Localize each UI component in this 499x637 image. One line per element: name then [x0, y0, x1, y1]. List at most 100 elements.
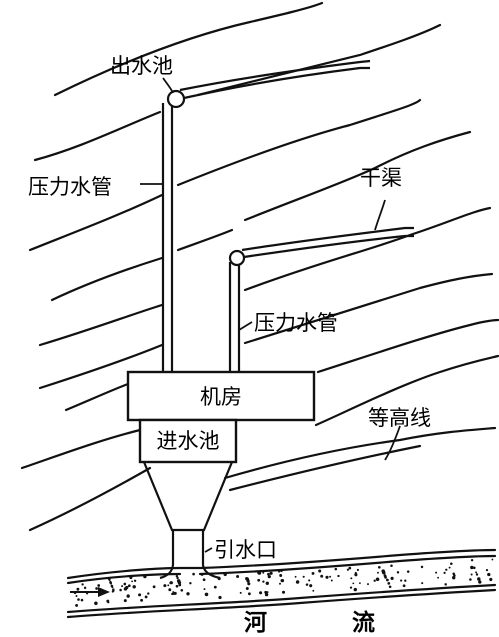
- arrow-right-icon: [70, 587, 110, 597]
- sediment-dot: [177, 580, 182, 585]
- sediment-dot: [83, 586, 87, 590]
- label-main-canal: 干渠: [360, 166, 402, 190]
- sediment-dot: [470, 565, 474, 570]
- sediment-dot: [176, 576, 179, 580]
- contour-line: [20, 428, 142, 470]
- sediment-dot: [247, 592, 251, 596]
- sediment-dot: [356, 568, 359, 572]
- intake-channel: [201, 530, 221, 580]
- sediment-dot: [192, 572, 195, 576]
- sediment-dot: [396, 571, 400, 574]
- sediment-dot: [180, 589, 184, 592]
- sediment-dot: [126, 594, 130, 598]
- contour-line: [176, 228, 234, 252]
- sediment-dot: [131, 580, 134, 583]
- sediment-dot: [452, 576, 456, 580]
- contour-line: [28, 466, 152, 532]
- sediment-dot: [152, 585, 156, 589]
- sediment-dot: [132, 585, 136, 589]
- contour-lines: [20, 1, 499, 532]
- sediment-dot: [382, 571, 386, 575]
- sediment-dot: [437, 576, 440, 579]
- sediment-dot: [129, 575, 133, 580]
- river-bank-lower-inner: [66, 588, 497, 619]
- sediment-dot: [213, 585, 217, 589]
- sediment-dot: [257, 570, 261, 575]
- sediment-dot: [171, 592, 174, 596]
- sediment-dot: [388, 585, 392, 589]
- sediment-dot: [95, 587, 98, 590]
- sediment-dot: [358, 582, 361, 585]
- sediment-dot: [167, 584, 170, 587]
- sediment-dot: [111, 586, 114, 589]
- sediment-dot: [262, 580, 265, 583]
- sediment-dot: [487, 574, 491, 577]
- sediment-dot: [269, 571, 273, 575]
- intake-funnel: [142, 461, 234, 532]
- sediment-dot: [266, 591, 269, 594]
- outlet-canal: [179, 59, 371, 100]
- sediment-dot: [112, 589, 115, 592]
- sediment-dot: [377, 565, 381, 569]
- river-bank-lower: [66, 583, 497, 614]
- penstock-right: [228, 262, 241, 372]
- leader-contour-line: [384, 425, 401, 461]
- sediment-dot: [295, 580, 300, 584]
- contour-line: [53, 1, 324, 97]
- sediment-dot: [337, 574, 340, 578]
- sediment-dot: [349, 586, 353, 589]
- sediment-dot: [478, 580, 481, 583]
- sediment-dot: [279, 574, 283, 577]
- sediment-dot: [294, 575, 297, 578]
- sediment-dot: [435, 571, 438, 574]
- sediment-dot: [384, 576, 387, 579]
- sediment-dot: [212, 572, 215, 575]
- sediment-dot: [445, 568, 448, 571]
- sediment-dot: [390, 576, 394, 580]
- sediment-dot: [308, 579, 311, 582]
- contour-line: [50, 256, 164, 302]
- sediment-dot: [202, 578, 206, 582]
- sediment-dot: [173, 591, 177, 595]
- sediment-dot: [94, 601, 98, 606]
- intake-channel: [159, 530, 175, 580]
- sediment-dot: [469, 578, 472, 581]
- penstock-left: [161, 103, 174, 372]
- sediment-dot: [175, 574, 179, 578]
- sediment-dot: [350, 577, 353, 580]
- sediment-dot: [127, 584, 131, 588]
- sediment-dot: [257, 578, 261, 582]
- sediment-dot: [168, 588, 172, 592]
- sediment-dot: [470, 573, 473, 576]
- sediment-dot: [353, 587, 357, 592]
- elbow-joint-icon: [228, 249, 246, 267]
- sediment-dot: [302, 575, 305, 578]
- sediment-dot: [175, 584, 179, 588]
- sediment-dot: [281, 579, 285, 583]
- sediment-dot: [239, 591, 242, 594]
- sediment-dot: [246, 579, 250, 583]
- sediment-dot: [140, 598, 144, 602]
- label-river-1: 河: [244, 610, 267, 636]
- sediment-dot: [163, 584, 167, 588]
- sediment-dot: [97, 584, 101, 587]
- sediment-dot: [354, 573, 358, 577]
- sediment-dot: [169, 581, 172, 585]
- sediment-dot: [262, 571, 265, 574]
- sediment-dot: [387, 582, 391, 585]
- sediment-dot: [491, 558, 494, 561]
- sediment-dot: [373, 579, 376, 582]
- leader-outlet-pool: [162, 77, 174, 94]
- sediment-dot: [267, 572, 270, 576]
- sediment-dot: [80, 598, 84, 602]
- contour-line: [223, 426, 497, 480]
- sediment-dot: [320, 574, 324, 578]
- sediment-dot: [123, 582, 127, 586]
- main-canal: [241, 226, 414, 259]
- sediment-dot: [367, 583, 369, 586]
- sediment-dot: [390, 564, 393, 568]
- sediment-dot: [329, 575, 332, 578]
- sediment-dot: [444, 583, 447, 586]
- sediment-dot: [473, 566, 476, 570]
- sediment-dot: [475, 573, 479, 576]
